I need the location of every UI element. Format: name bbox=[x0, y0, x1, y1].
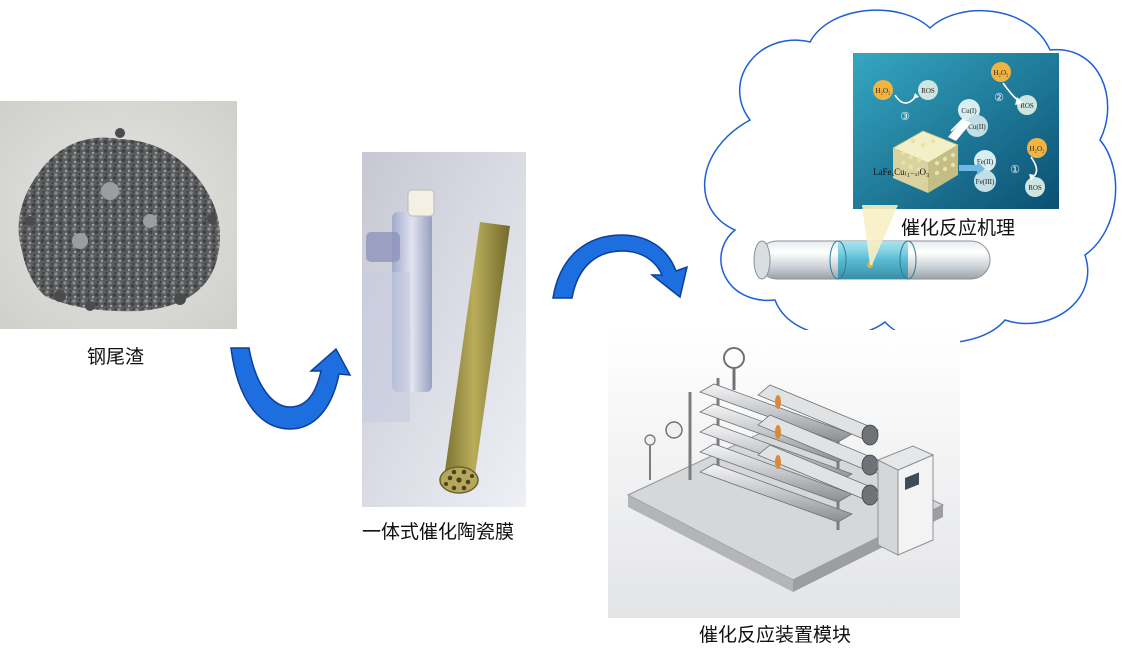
svg-text:Cu(I): Cu(I) bbox=[961, 107, 977, 115]
membrane-tube-diagram bbox=[753, 240, 991, 280]
process-arrow-1 bbox=[230, 347, 352, 430]
mechanism-label: 催化反应机理 bbox=[901, 217, 1016, 239]
slag-photo bbox=[0, 101, 237, 329]
svg-text:H₂O₂: H₂O₂ bbox=[876, 87, 892, 95]
svg-text:Fe(III): Fe(III) bbox=[976, 178, 995, 186]
svg-text:H₂O₂: H₂O₂ bbox=[1030, 145, 1046, 153]
reactor-module-illustration bbox=[608, 330, 960, 618]
slag-label: 钢尾渣 bbox=[87, 346, 145, 368]
svg-text:H₂O₂: H₂O₂ bbox=[994, 69, 1010, 77]
svg-text:ROS: ROS bbox=[1020, 102, 1034, 110]
membrane-photo bbox=[362, 152, 526, 507]
catalyst-formula: LaFeₓCu₍₁₋ₓ₎O₃ bbox=[873, 167, 929, 177]
module-label: 催化反应装置模块 bbox=[699, 624, 852, 646]
ion-fe3 bbox=[974, 170, 996, 192]
svg-text:①: ① bbox=[1010, 164, 1020, 176]
catalyst-crystal bbox=[892, 130, 959, 193]
svg-text:Fe(II): Fe(II) bbox=[977, 158, 994, 166]
molecule-h2o2-a bbox=[873, 80, 893, 100]
ion-cu2 bbox=[966, 115, 988, 137]
molecule-ros-b bbox=[1017, 95, 1037, 115]
svg-text:Cu(II): Cu(II) bbox=[968, 123, 986, 131]
process-arrow-2 bbox=[552, 234, 689, 299]
molecule-h2o2-c bbox=[1027, 138, 1047, 158]
molecule-ros-c bbox=[1025, 177, 1045, 197]
svg-text:ROS: ROS bbox=[1028, 184, 1042, 192]
molecule-h2o2-b bbox=[991, 62, 1011, 82]
svg-text:②: ② bbox=[994, 92, 1004, 104]
svg-text:③: ③ bbox=[900, 111, 910, 123]
molecule-ros-a bbox=[918, 80, 938, 100]
svg-text:ROS: ROS bbox=[921, 87, 935, 95]
membrane-label: 一体式催化陶瓷膜 bbox=[362, 521, 515, 543]
mechanism-beam bbox=[862, 205, 898, 265]
mechanism-inset: LaFeₓCu₍₁₋ₓ₎O₃ H₂O₂ ROS ③ H₂O₂ ROS ② Cu(… bbox=[853, 53, 1059, 209]
